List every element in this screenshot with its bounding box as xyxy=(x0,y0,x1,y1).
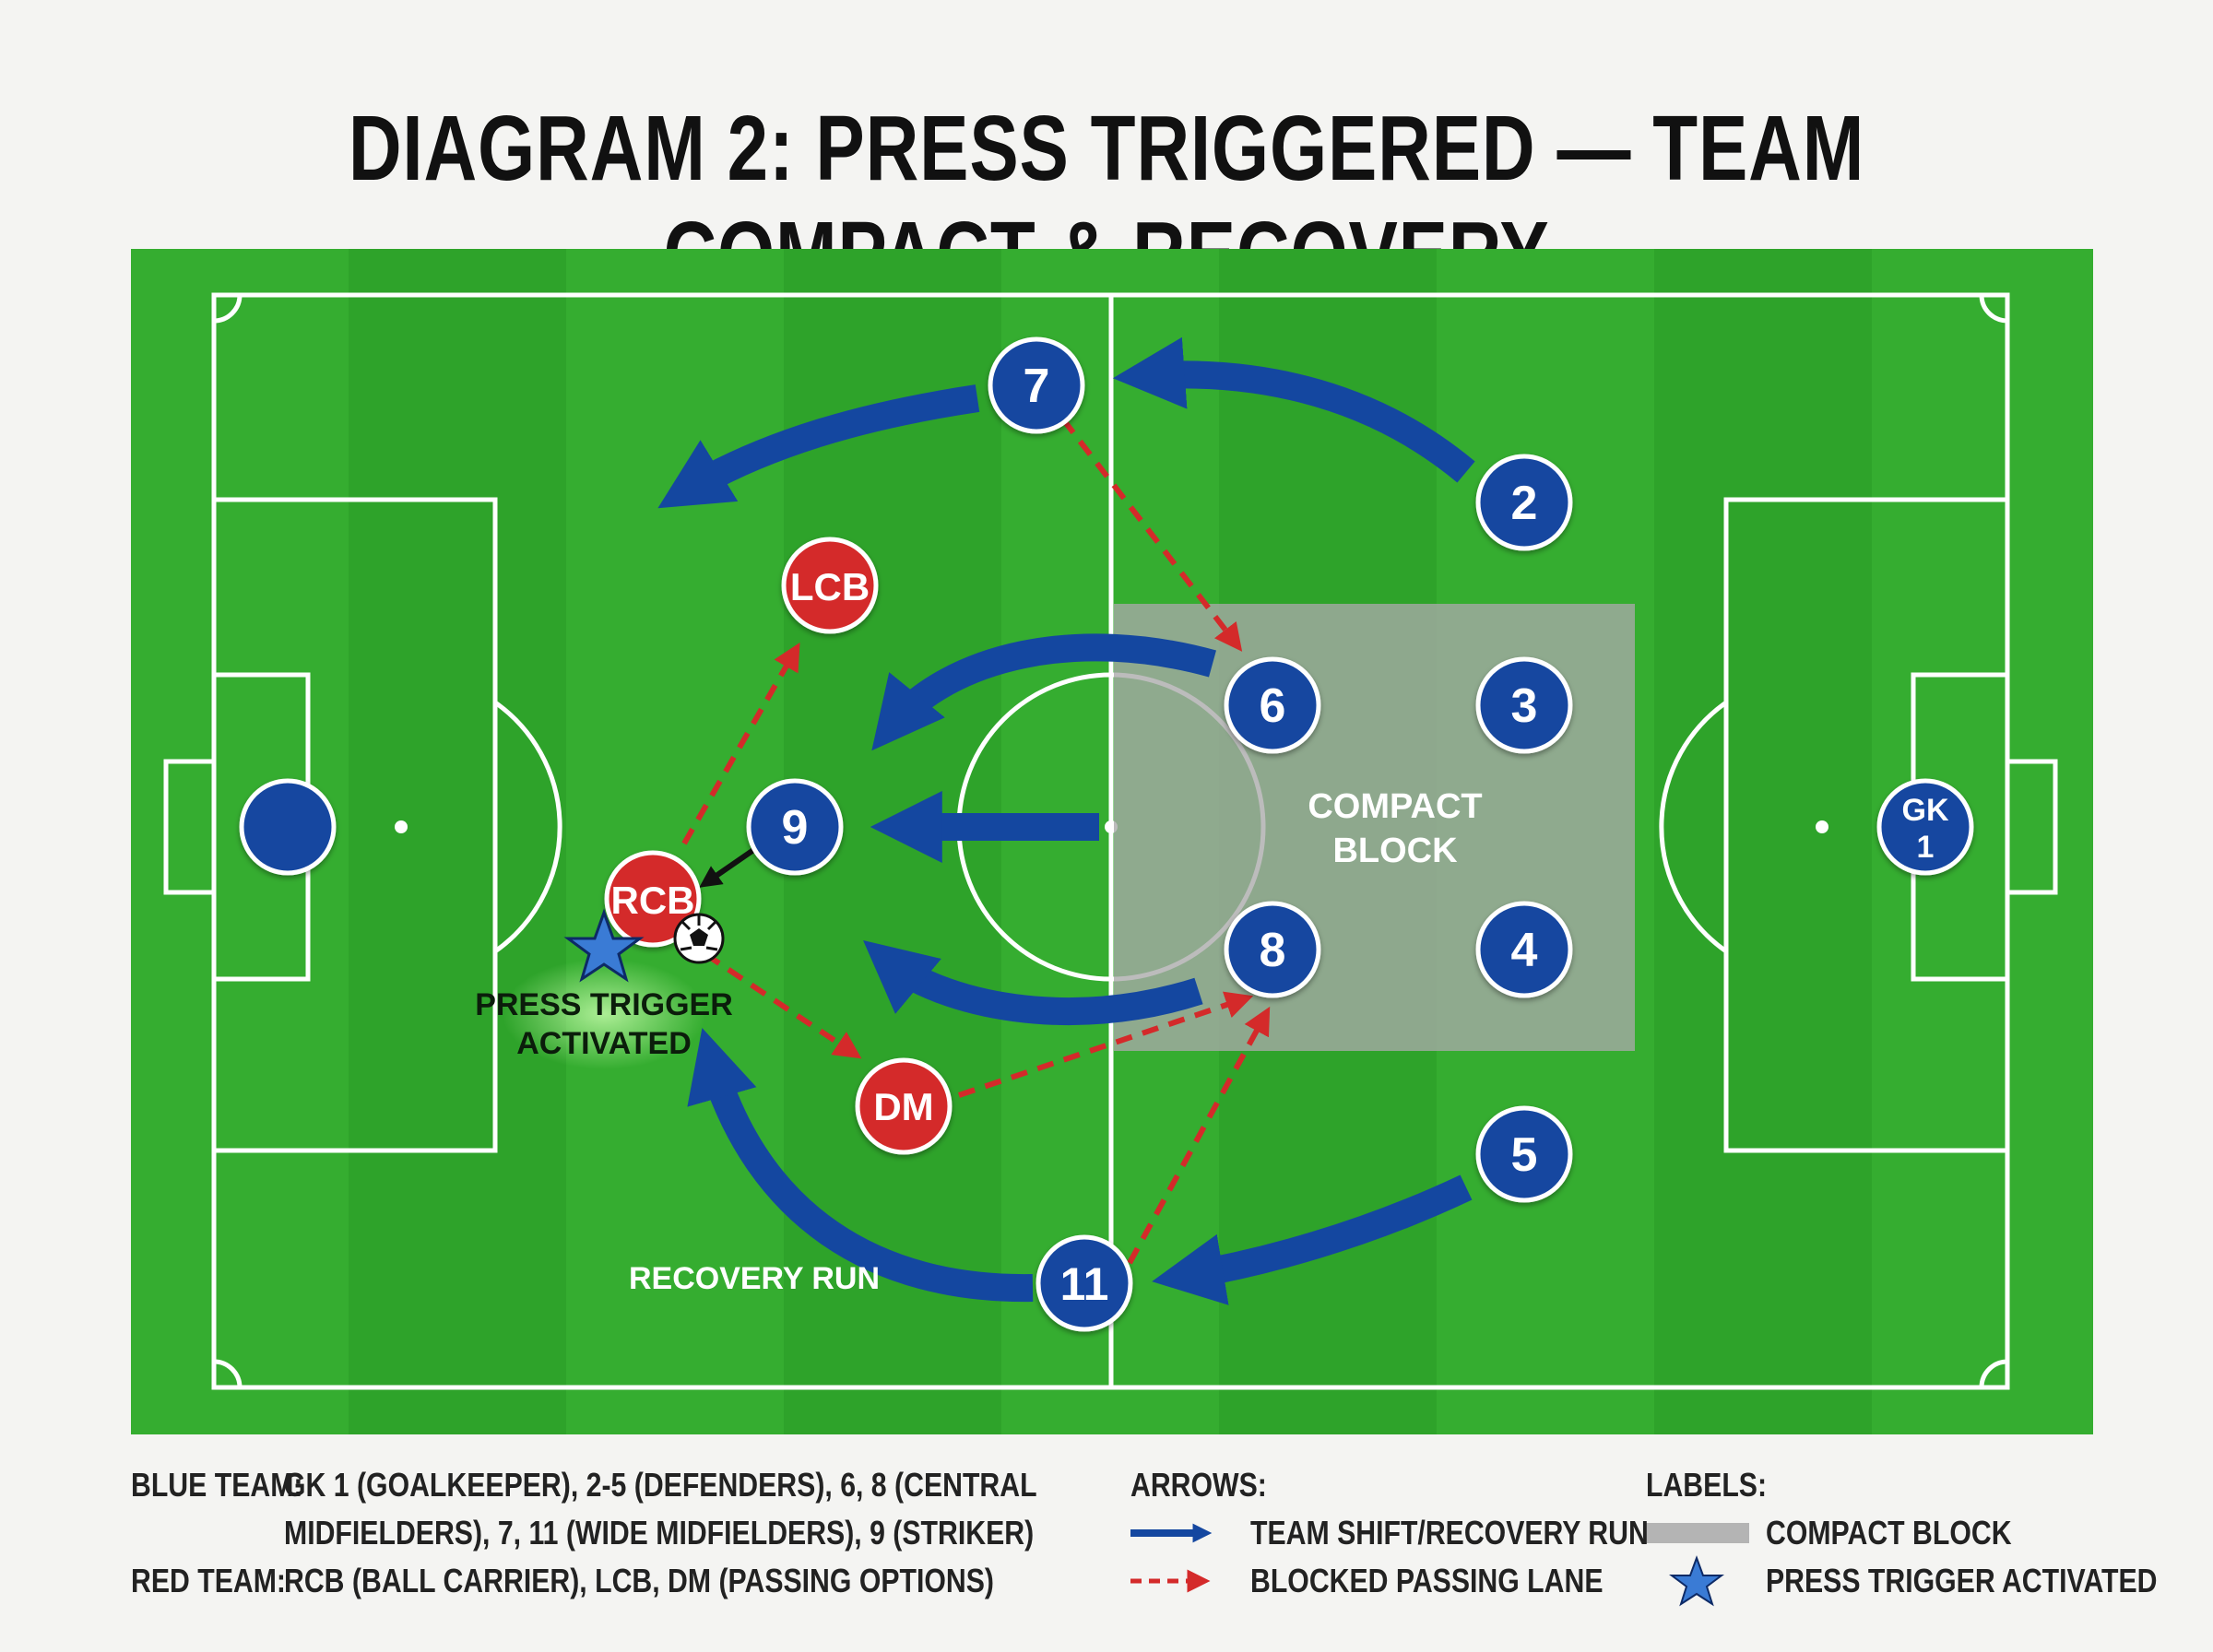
lane-11-to-8 xyxy=(1127,1006,1271,1265)
label-gk-number: 1 xyxy=(1917,830,1935,865)
legend-blue-line-1: GK 1 (GOALKEEPER), 2-5 (DEFENDERS), 6, 8… xyxy=(284,1466,1037,1504)
label-7: 7 xyxy=(1024,360,1050,413)
lane-dm-to-8 xyxy=(958,991,1254,1098)
player-rcb xyxy=(604,850,702,948)
legend-red-line: RCB (BALL CARRIER), LCB, DM (PASSING OPT… xyxy=(284,1562,994,1599)
blue-arrows xyxy=(657,336,1475,1305)
player-2 xyxy=(1475,454,1573,551)
legend-block-label: COMPACT BLOCK xyxy=(1766,1514,2012,1552)
press-arrow xyxy=(699,844,761,888)
label-3: 3 xyxy=(1511,679,1538,733)
legend-arrow-dashed-label: BLOCKED PASSING LANE xyxy=(1250,1562,1604,1599)
label-8: 8 xyxy=(1260,924,1286,977)
arrow-7-run xyxy=(657,384,980,509)
player-11 xyxy=(1035,1234,1133,1332)
lane-7-to-6 xyxy=(1060,418,1243,652)
pitch-lines xyxy=(163,292,2058,1390)
legend-star-icon xyxy=(1669,1555,1724,1607)
label-9: 9 xyxy=(782,801,809,855)
label-4: 4 xyxy=(1511,924,1538,977)
lane-rcb-to-lcb xyxy=(681,642,800,845)
lane-rcb-to-dm xyxy=(704,951,862,1059)
player-gk1 xyxy=(1876,778,1974,876)
star-icon xyxy=(563,908,645,983)
blue-players xyxy=(239,336,1974,1332)
press-trigger-text-1: PRESS TRIGGER xyxy=(475,987,733,1022)
player-4 xyxy=(1475,901,1573,998)
left-penalty-spot xyxy=(395,820,408,833)
red-dashed-lanes xyxy=(681,418,1271,1265)
label-lcb: LCB xyxy=(790,565,870,608)
player-lcb xyxy=(781,537,879,634)
player-blue-keeper xyxy=(239,778,337,876)
legend-arrow-solid-label: TEAM SHIFT/RECOVERY RUN xyxy=(1250,1514,1649,1552)
legend-block-swatch xyxy=(1646,1523,1749,1543)
ball-icon xyxy=(673,913,725,964)
press-trigger-glow xyxy=(503,959,705,1069)
player-7 xyxy=(988,336,1085,434)
legend-blue-key: BLUE TEAM: xyxy=(131,1466,303,1504)
player-5 xyxy=(1475,1105,1573,1203)
player-dm xyxy=(855,1057,953,1155)
red-players xyxy=(604,537,953,1155)
recovery-run-text: RECOVERY RUN xyxy=(629,1261,880,1296)
player-9 xyxy=(746,778,844,876)
arrow-recovery-run xyxy=(687,1028,1034,1303)
label-11: 11 xyxy=(1060,1258,1109,1310)
player-8 xyxy=(1224,901,1321,998)
legend-red-key: RED TEAM: xyxy=(131,1562,286,1599)
compact-block-text-1: COMPACT xyxy=(1308,787,1482,826)
legend-labels-heading: LABELS: xyxy=(1646,1466,1768,1504)
press-trigger-text-2: ACTIVATED xyxy=(516,1026,692,1061)
right-penalty-spot xyxy=(1816,820,1828,833)
label-5: 5 xyxy=(1511,1128,1538,1182)
label-2: 2 xyxy=(1511,477,1538,530)
player-6 xyxy=(1224,656,1321,754)
label-6: 6 xyxy=(1260,679,1286,733)
arrow-6-shift xyxy=(871,633,1216,751)
arrow-8-shift xyxy=(863,940,1203,1026)
label-gk: GK xyxy=(1902,793,1949,828)
compact-block-text-2: BLOCK xyxy=(1332,832,1458,870)
label-dm: DM xyxy=(873,1085,933,1128)
label-rcb: RCB xyxy=(611,879,695,922)
arrow-2-to-7 xyxy=(1112,336,1475,483)
player-3 xyxy=(1475,656,1573,754)
legend-arrows-heading: ARROWS: xyxy=(1130,1466,1267,1504)
arrow-5-to-11 xyxy=(1152,1174,1473,1305)
legend-blue-line-2: MIDFIELDERS), 7, 11 (WIDE MIDFIELDERS), … xyxy=(284,1514,1035,1552)
legend-star-label: PRESS TRIGGER ACTIVATED xyxy=(1766,1562,2158,1599)
